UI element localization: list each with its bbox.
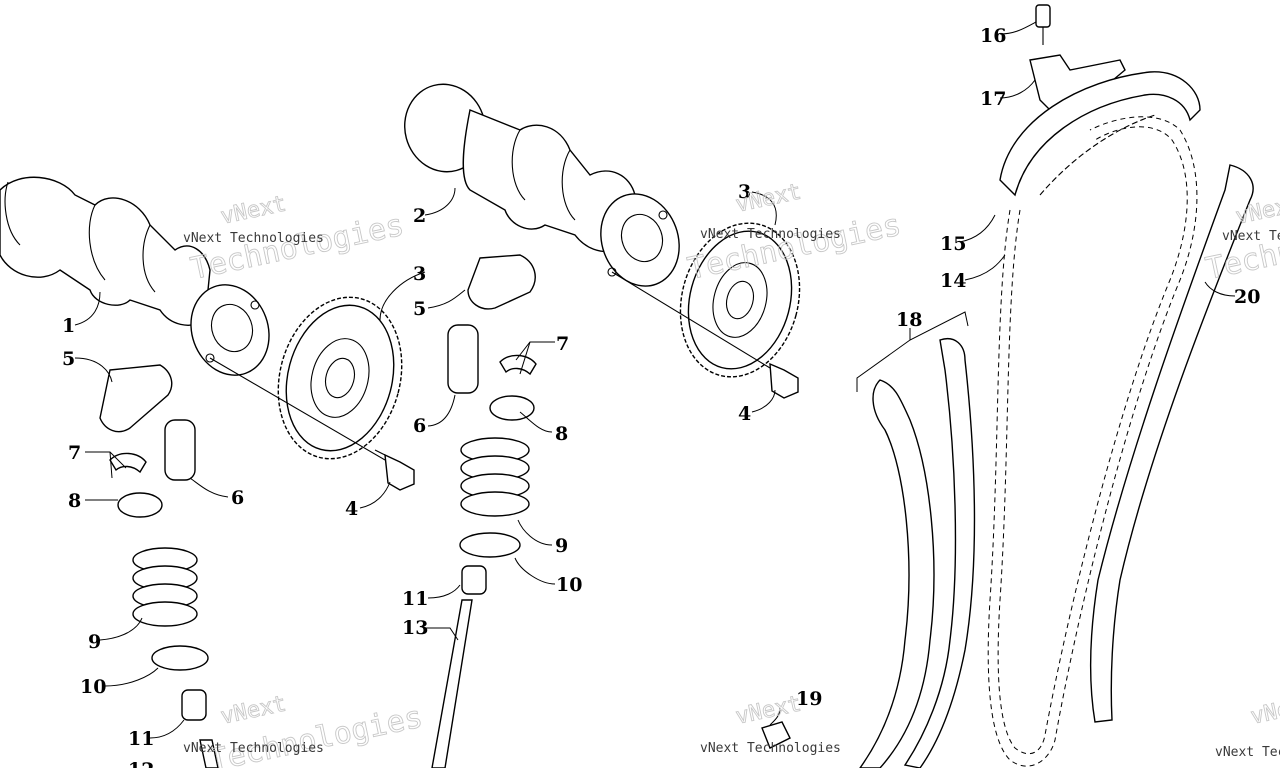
lifter-left <box>164 419 196 481</box>
callout-5-center: 5 <box>413 298 426 320</box>
washer-left <box>151 645 209 671</box>
callout-7-center: 7 <box>556 333 569 355</box>
watermark-brand: vNext <box>734 692 804 730</box>
valve-13 <box>431 599 473 768</box>
retainer-left <box>117 492 163 518</box>
callout-8-center: 8 <box>555 423 568 445</box>
rocker-arm-center <box>467 254 536 310</box>
watermarks: vNext Technologies vNext Technologies vN… <box>183 179 1280 768</box>
rocker-arm-left <box>99 364 173 433</box>
watermark-brand: vNext <box>1249 692 1280 730</box>
bolt-16 <box>1035 4 1051 45</box>
watermark-line: vNext Technologies <box>700 227 841 242</box>
valve-12 <box>199 739 219 768</box>
callout-8-left: 8 <box>68 490 81 512</box>
callout-5-left: 5 <box>62 348 75 370</box>
retainer-center <box>489 395 535 421</box>
callout-9-center: 9 <box>555 535 568 557</box>
camshaft-1 <box>0 176 270 376</box>
lifter-center <box>447 324 479 394</box>
callout-3-right: 3 <box>738 181 751 203</box>
callout-19: 19 <box>796 688 822 710</box>
callout-4-left: 4 <box>345 498 358 520</box>
watermark-brand: vNext <box>219 192 289 230</box>
callout-15: 15 <box>940 233 966 255</box>
seal-left <box>181 689 207 721</box>
washer-center <box>459 532 521 558</box>
callout-17: 17 <box>980 88 1006 110</box>
bolt-left <box>374 449 415 491</box>
watermark-line: vNext Technologies <box>183 231 324 246</box>
spring-left <box>132 547 198 627</box>
watermark-line: vNext Technologies <box>183 741 324 756</box>
callout-6-center: 6 <box>413 415 426 437</box>
callout-10-left: 10 <box>80 676 106 698</box>
callout-12: 12 <box>128 759 154 768</box>
callout-11-left: 11 <box>128 728 154 750</box>
bolt-right <box>769 362 799 399</box>
callout-7-left: 7 <box>68 442 81 464</box>
callout-16: 16 <box>980 25 1006 47</box>
watermark-line: vNext Technologies <box>1215 745 1280 760</box>
callout-4-right: 4 <box>738 403 751 425</box>
watermark-line: vNext Technologies <box>1222 229 1280 244</box>
upper-chain-guide-15 <box>999 71 1201 197</box>
callout-18: 18 <box>896 309 922 331</box>
seal-center <box>461 565 487 595</box>
callout-13: 13 <box>402 617 428 639</box>
tensioner-arm-20 <box>1090 164 1254 723</box>
sprocket-left <box>277 296 403 460</box>
callout-10-center: 10 <box>556 574 582 596</box>
keeper-center <box>499 354 537 376</box>
callout-20: 20 <box>1234 286 1260 308</box>
callout-2: 2 <box>413 205 426 227</box>
chain-guide-18b <box>903 338 976 768</box>
leader-lines <box>74 21 1236 739</box>
watermark-line: vNext Technologies <box>700 741 841 756</box>
chain-guide-18a <box>859 379 935 768</box>
watermark-brand: vNext <box>219 692 289 730</box>
spring-center <box>460 437 530 517</box>
callout-6-left: 6 <box>231 487 244 509</box>
callout-14: 14 <box>940 270 966 292</box>
callout-numbers: 1 2 3 3 4 4 5 5 6 6 7 7 8 8 9 9 10 10 11… <box>62 25 1260 768</box>
callout-3-left: 3 <box>413 263 426 285</box>
callout-1: 1 <box>62 315 75 337</box>
plug-19 <box>761 721 791 749</box>
camshaft-2 <box>404 83 680 287</box>
keeper-left <box>109 452 147 474</box>
callout-11-center: 11 <box>402 588 428 610</box>
callout-9-left: 9 <box>88 631 101 653</box>
timing-chain-14 <box>987 114 1198 767</box>
